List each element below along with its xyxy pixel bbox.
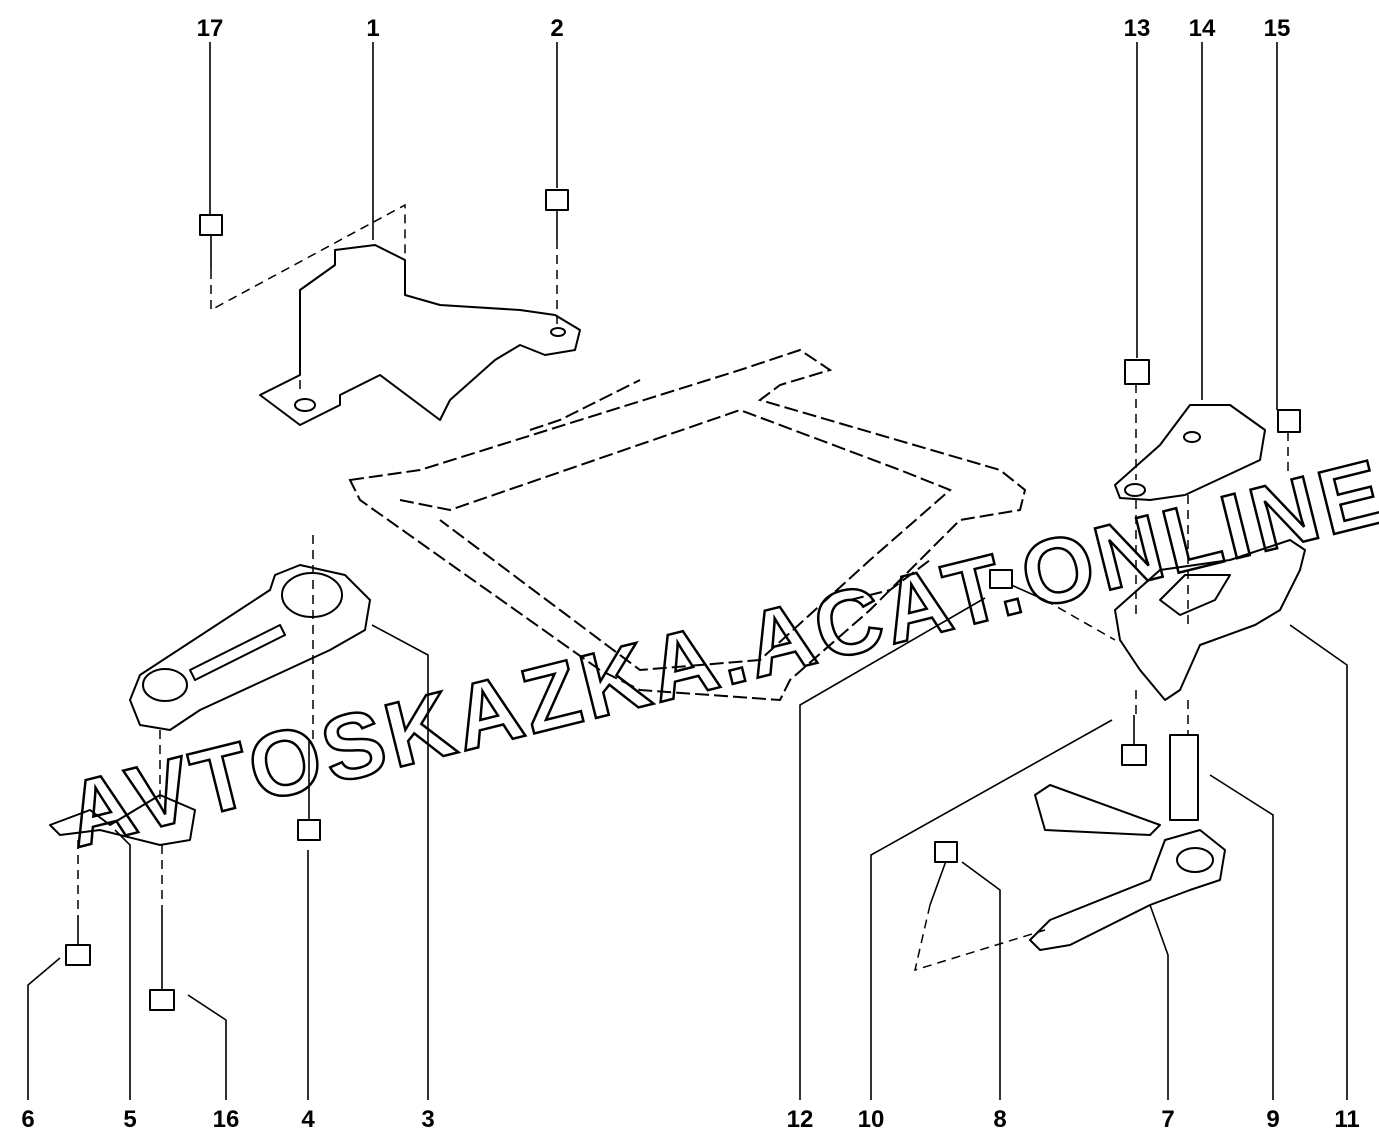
callouts: 17 1 2 13 14 15 6 5 16 4 3 12 10 8 7 9 1… (21, 15, 1359, 1133)
callout-8: 8 (993, 1106, 1006, 1133)
leader-lines (27, 42, 1348, 1100)
callout-6: 6 (21, 1106, 34, 1133)
subframe (348, 348, 1027, 702)
part-3-torque-rod (129, 564, 371, 731)
fasteners (65, 189, 1301, 1011)
part-7-support-arm (1029, 784, 1226, 951)
callout-2: 2 (550, 15, 563, 42)
callout-16: 16 (213, 1106, 240, 1133)
callout-3: 3 (421, 1106, 434, 1133)
part-14-gearbox-mount (1114, 404, 1266, 501)
part-5-bracket (49, 794, 196, 846)
callout-10: 10 (858, 1106, 885, 1133)
callout-4: 4 (301, 1106, 315, 1133)
callout-1: 1 (366, 15, 379, 42)
part-11-bracket (1114, 539, 1306, 701)
callout-7: 7 (1161, 1106, 1174, 1133)
callout-15: 15 (1264, 15, 1291, 42)
callout-14: 14 (1189, 15, 1216, 42)
part-1-engine-mount (259, 244, 581, 426)
callout-17: 17 (197, 15, 224, 42)
assembly-lines (77, 203, 1289, 972)
callout-5: 5 (123, 1106, 136, 1133)
callout-13: 13 (1124, 15, 1151, 42)
callout-11: 11 (1334, 1106, 1359, 1133)
callout-9: 9 (1266, 1106, 1279, 1133)
callout-12: 12 (787, 1106, 814, 1133)
